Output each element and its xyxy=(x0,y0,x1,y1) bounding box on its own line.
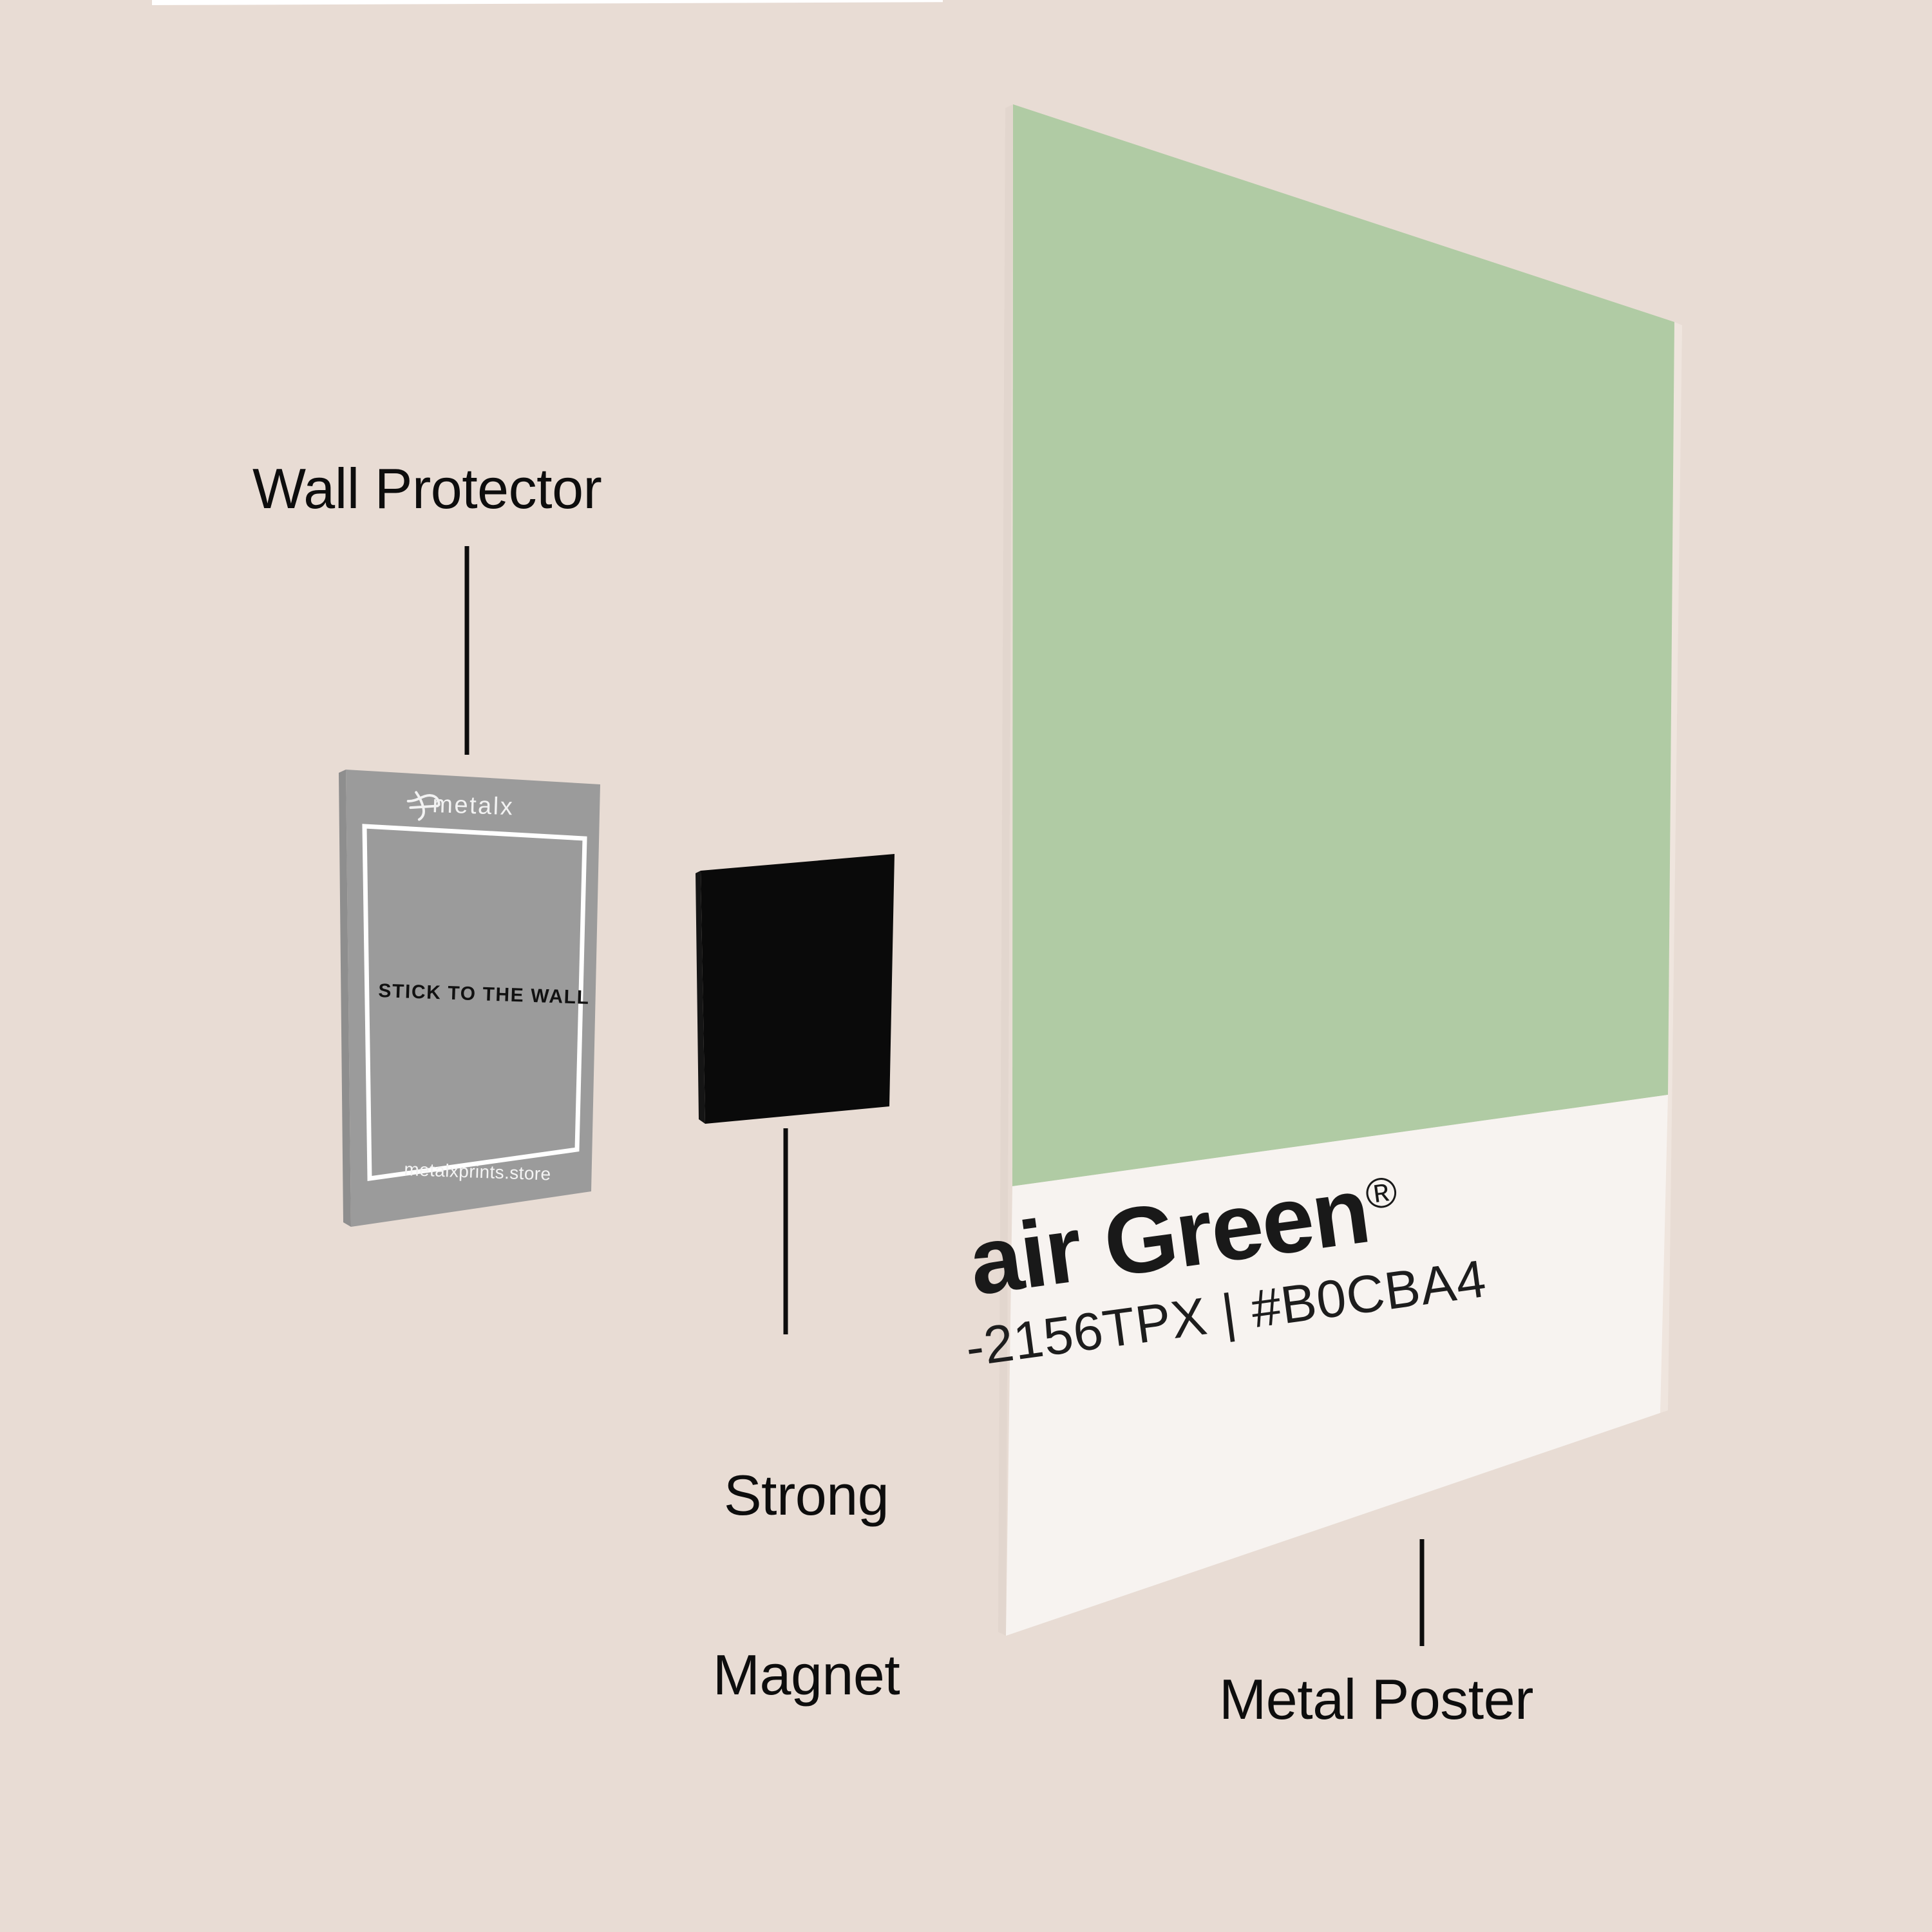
card-face xyxy=(346,770,600,1227)
annotation-label-wall-protector: Wall Protector xyxy=(252,457,602,520)
poster-left-edge xyxy=(998,104,1013,1636)
annotation-label-metal-poster: Metal Poster xyxy=(1219,1667,1533,1731)
magnet-face xyxy=(701,854,895,1124)
registered-trademark-icon: ® xyxy=(1362,1167,1399,1218)
metal-poster xyxy=(998,104,1682,1636)
wall-protector-card xyxy=(339,770,600,1227)
strong-magnet-block xyxy=(696,854,895,1124)
metalx-logo-icon xyxy=(406,791,440,821)
annotation-label-strong-magnet-line2: Magnet xyxy=(712,1643,900,1707)
card-inner-border xyxy=(362,824,587,1182)
annotation-label-strong-magnet: Strong Magnet xyxy=(684,1345,929,1825)
magnet-side-edge xyxy=(696,871,705,1124)
card-left-edge xyxy=(339,770,351,1227)
leader-lines xyxy=(464,546,1425,1646)
poster-white-panel xyxy=(1006,1095,1668,1636)
annotation-label-strong-magnet-line1: Strong xyxy=(723,1463,889,1527)
poster-green-panel xyxy=(1012,104,1674,1186)
